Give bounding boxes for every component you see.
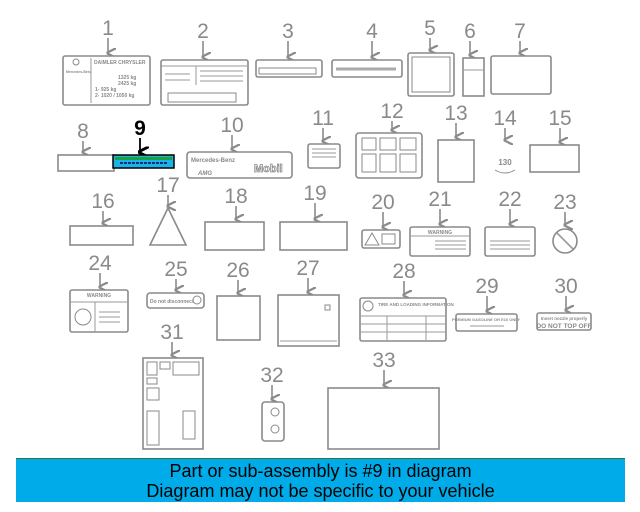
part-16[interactable]: 16 [69, 190, 134, 246]
part-13[interactable]: 13 [437, 102, 475, 183]
svg-text:10: 10 [220, 114, 243, 137]
part-11[interactable]: 11 [307, 107, 341, 169]
svg-text:20: 20 [371, 191, 394, 214]
part-7[interactable]: 7 [490, 20, 552, 95]
svg-text:18: 18 [224, 185, 247, 208]
svg-text:8: 8 [77, 120, 89, 143]
svg-text:19: 19 [303, 182, 326, 205]
svg-text:5: 5 [424, 17, 436, 40]
part-32[interactable]: 32 [260, 364, 285, 442]
svg-text:Insert nozzle properly: Insert nozzle properly [541, 316, 588, 321]
part-15[interactable]: 15 [529, 107, 580, 173]
part-5[interactable]: 5 [407, 17, 455, 97]
svg-text:15: 15 [548, 107, 571, 130]
svg-text:22: 22 [498, 188, 521, 211]
part-27[interactable]: 27 [277, 257, 340, 347]
part-17[interactable]: 17 [148, 174, 188, 246]
svg-text:AMG: AMG [197, 171, 212, 177]
svg-text:12: 12 [380, 100, 403, 123]
part-8[interactable]: 8 [57, 120, 115, 172]
part-6[interactable]: 6 [462, 20, 485, 97]
svg-text:6: 6 [464, 20, 476, 43]
part-30[interactable]: 30 Insert nozzle properly DO NOT TOP OFF [536, 275, 592, 331]
part-22[interactable]: 22 [484, 188, 536, 257]
svg-text:DO NOT TOP OFF: DO NOT TOP OFF [536, 323, 591, 330]
svg-text:7: 7 [514, 20, 526, 43]
svg-text:Mobil: Mobil [254, 163, 283, 175]
part-14[interactable]: 14 130 [493, 107, 517, 174]
part-19[interactable]: 19 [279, 182, 348, 251]
svg-text:9: 9 [134, 117, 146, 140]
svg-text:29: 29 [475, 275, 498, 298]
part-24[interactable]: 24 WARNING [69, 252, 129, 333]
svg-text:2425 kg: 2425 kg [118, 81, 136, 87]
svg-text:2: 2 [197, 20, 209, 43]
svg-text:11: 11 [312, 107, 334, 130]
svg-text:30: 30 [554, 275, 577, 298]
part-20[interactable]: 20 [361, 191, 401, 249]
part-29[interactable]: 29 PREMIUM GASOLINE OR E10 ONLY [452, 275, 520, 332]
part-23[interactable]: 23 [552, 191, 578, 254]
part-10[interactable]: 10 Mercedes-Benz AMG Mobil [186, 114, 293, 179]
part-3[interactable]: 3 [255, 20, 323, 78]
svg-text:130: 130 [498, 158, 512, 167]
info-banner: Part or sub-assembly is #9 in diagram Di… [16, 458, 625, 502]
part-26[interactable]: 26 [216, 259, 261, 341]
svg-text:31: 31 [160, 321, 183, 344]
svg-text:28: 28 [392, 260, 415, 283]
banner-line-2: Diagram may not be specific to your vehi… [146, 481, 495, 501]
svg-text:1325 kg: 1325 kg [118, 75, 136, 81]
svg-text:2- 1020 / 1050 kg: 2- 1020 / 1050 kg [95, 93, 134, 99]
svg-text:14: 14 [493, 107, 517, 130]
part-25[interactable]: 25 Do not disconnect [146, 258, 205, 309]
part-12[interactable]: 12 [355, 100, 423, 179]
svg-text:4: 4 [366, 20, 378, 43]
svg-text:3: 3 [282, 20, 294, 43]
part-21[interactable]: 21 WARNING [409, 188, 471, 257]
svg-text:1- 925 kg: 1- 925 kg [95, 87, 116, 93]
svg-text:33: 33 [372, 349, 395, 372]
part-18[interactable]: 18 [204, 185, 265, 251]
svg-text:1: 1 [102, 17, 114, 40]
svg-text:23: 23 [553, 191, 576, 214]
svg-text:WARNING: WARNING [87, 293, 111, 299]
svg-text:Mercedes-Benz: Mercedes-Benz [66, 70, 92, 74]
svg-text:27: 27 [296, 257, 319, 280]
svg-text:13: 13 [444, 102, 467, 125]
part-9-highlighted[interactable]: 9 [112, 117, 175, 169]
svg-text:WARNING: WARNING [428, 230, 452, 236]
part-4[interactable]: 4 [331, 20, 403, 78]
svg-text:DAIMLER CHRYSLER: DAIMLER CHRYSLER [94, 60, 146, 66]
part-2[interactable]: 2 [160, 20, 249, 106]
svg-text:TIRE AND LOADING INFORMATION: TIRE AND LOADING INFORMATION [378, 302, 454, 307]
part-33[interactable]: 33 [327, 349, 440, 450]
part-1[interactable]: 1 Mercedes-Benz DAIMLER CHRYSLER 1325 kg… [62, 17, 151, 106]
svg-text:17: 17 [156, 174, 179, 197]
svg-text:Do not disconnect: Do not disconnect [150, 299, 194, 305]
svg-text:25: 25 [164, 258, 187, 281]
svg-text:PREMIUM GASOLINE OR E10 ONLY: PREMIUM GASOLINE OR E10 ONLY [452, 317, 520, 322]
svg-text:16: 16 [91, 190, 114, 213]
svg-text:21: 21 [428, 188, 451, 211]
banner-line-1: Part or sub-assembly is #9 in diagram [169, 461, 472, 481]
svg-text:24: 24 [88, 252, 112, 275]
part-31[interactable]: 31 [142, 321, 204, 450]
svg-text:32: 32 [260, 364, 283, 387]
svg-text:Mercedes-Benz: Mercedes-Benz [191, 158, 235, 164]
svg-text:26: 26 [226, 259, 249, 282]
part-28[interactable]: 28 TIRE AND LOADING INFORMATION [359, 260, 454, 342]
